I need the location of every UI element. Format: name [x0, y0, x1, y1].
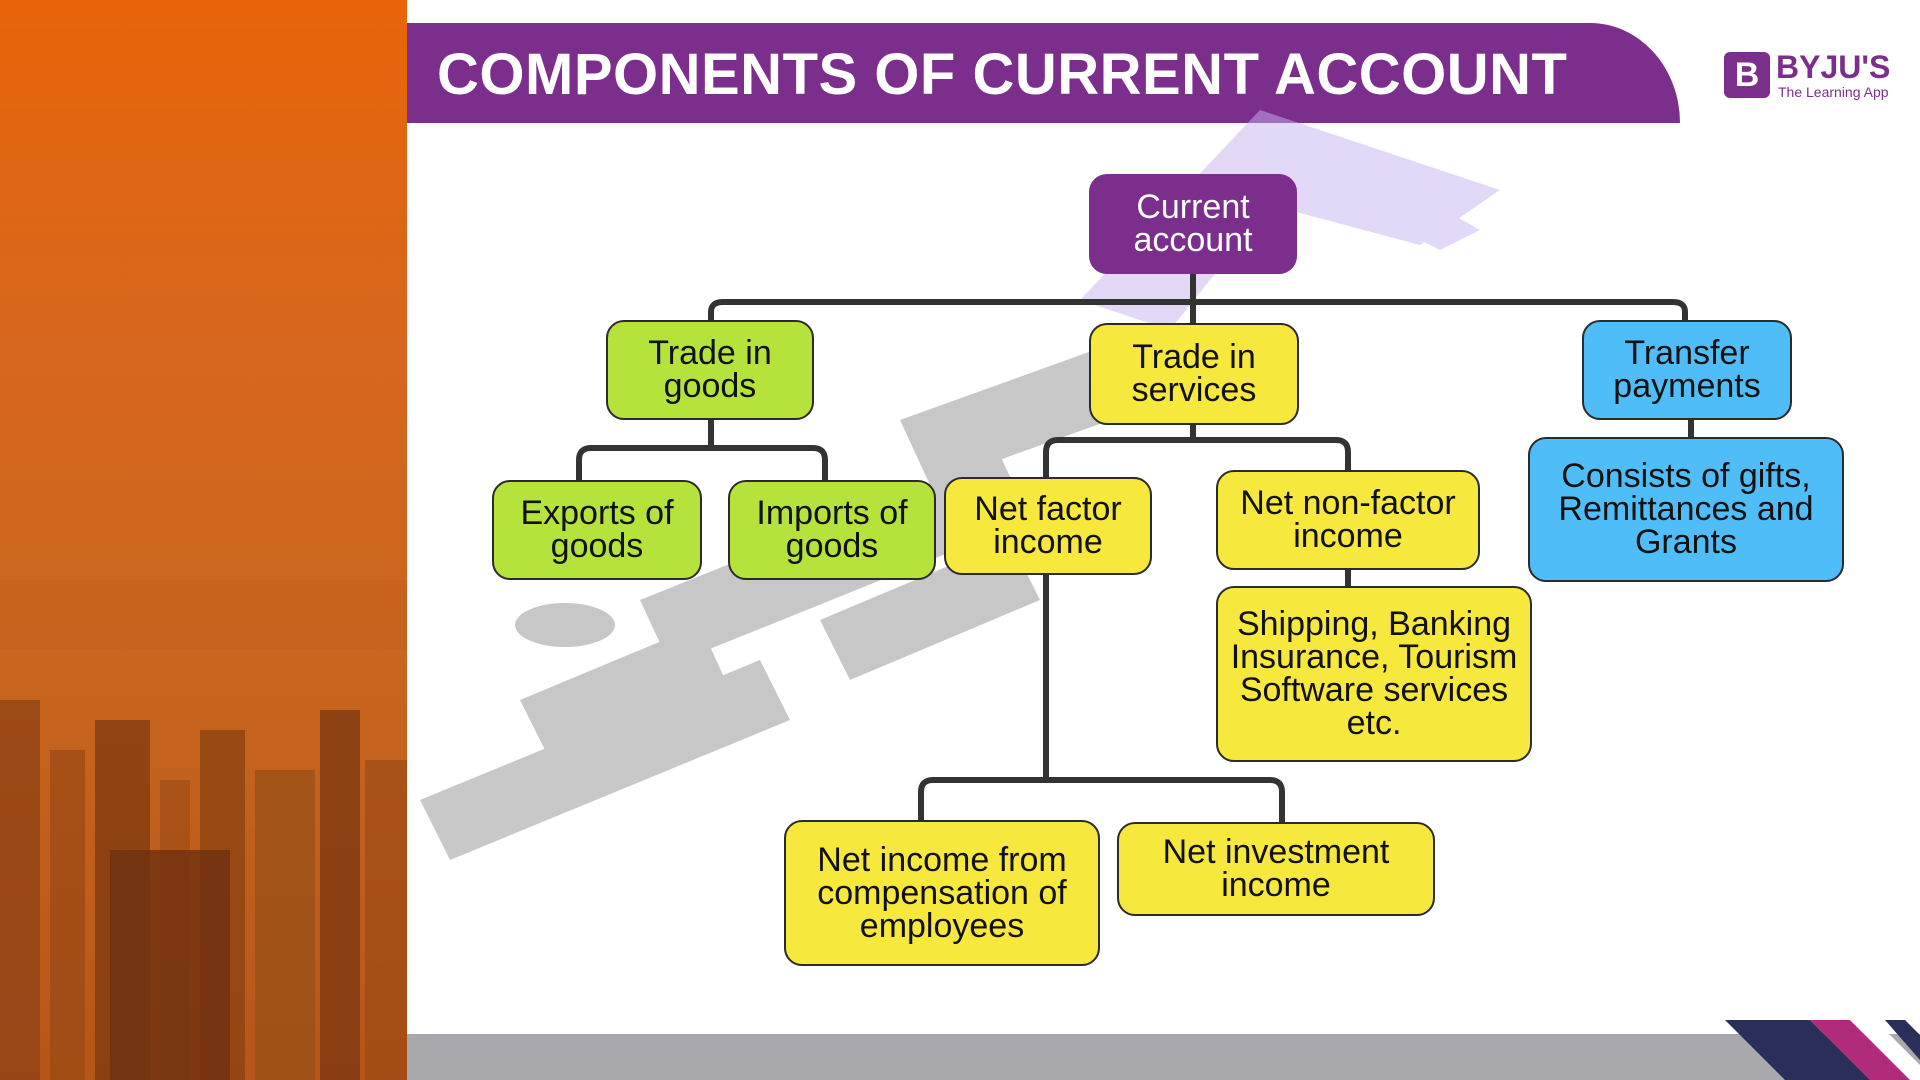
node-trade-in-services-label: Trade in services [1131, 338, 1257, 409]
node-compensation-income: Net income from compensation of employee… [784, 820, 1100, 966]
byjus-logo: B BYJU'S The Learning App [1724, 50, 1902, 105]
sidebar-city-image [0, 0, 407, 1080]
corner-stripes [1725, 1020, 1920, 1080]
logo-tagline: The Learning App [1778, 84, 1889, 100]
node-trade-in-goods: Trade in goods [606, 320, 814, 420]
node-non-factor-detail: Shipping, Banking Insurance, Tourism Sof… [1216, 586, 1532, 762]
node-current-account: Current account [1089, 174, 1297, 274]
logo-name: BYJU'S [1776, 49, 1891, 85]
title-banner [407, 23, 1680, 123]
node-transfer-payments-label: Transfer payments [1613, 334, 1761, 405]
node-net-factor-income-label: Net factor income [974, 490, 1122, 561]
node-non-factor-detail-label: Shipping, Banking Insurance, Tourism Sof… [1230, 605, 1518, 742]
node-current-account-label: Current account [1133, 188, 1253, 259]
node-investment-income-label: Net investment income [1162, 833, 1390, 904]
node-net-factor-income: Net factor income [944, 477, 1152, 575]
node-exports-of-goods-label: Exports of goods [520, 494, 674, 565]
node-net-non-factor-income: Net non-factor income [1216, 470, 1480, 570]
node-transfer-payments: Transfer payments [1582, 320, 1792, 420]
node-imports-of-goods: Imports of goods [728, 480, 936, 580]
node-investment-income: Net investment income [1117, 822, 1435, 916]
node-trade-in-goods-label: Trade in goods [648, 334, 772, 405]
footer-bar [407, 1034, 1920, 1080]
node-imports-of-goods-label: Imports of goods [756, 494, 908, 565]
node-exports-of-goods: Exports of goods [492, 480, 702, 580]
node-trade-in-services: Trade in services [1089, 323, 1299, 425]
node-transfer-detail-label: Consists of gifts, Remittances and Grant… [1558, 457, 1814, 561]
node-compensation-income-label: Net income from compensation of employee… [817, 840, 1067, 945]
city-skyline-image [0, 580, 407, 1080]
node-transfer-detail: Consists of gifts, Remittances and Grant… [1528, 437, 1844, 582]
logo-badge: B [1724, 52, 1770, 98]
node-net-non-factor-income-label: Net non-factor income [1240, 484, 1456, 555]
page-title: COMPONENTS OF CURRENT ACCOUNT [437, 42, 1568, 107]
